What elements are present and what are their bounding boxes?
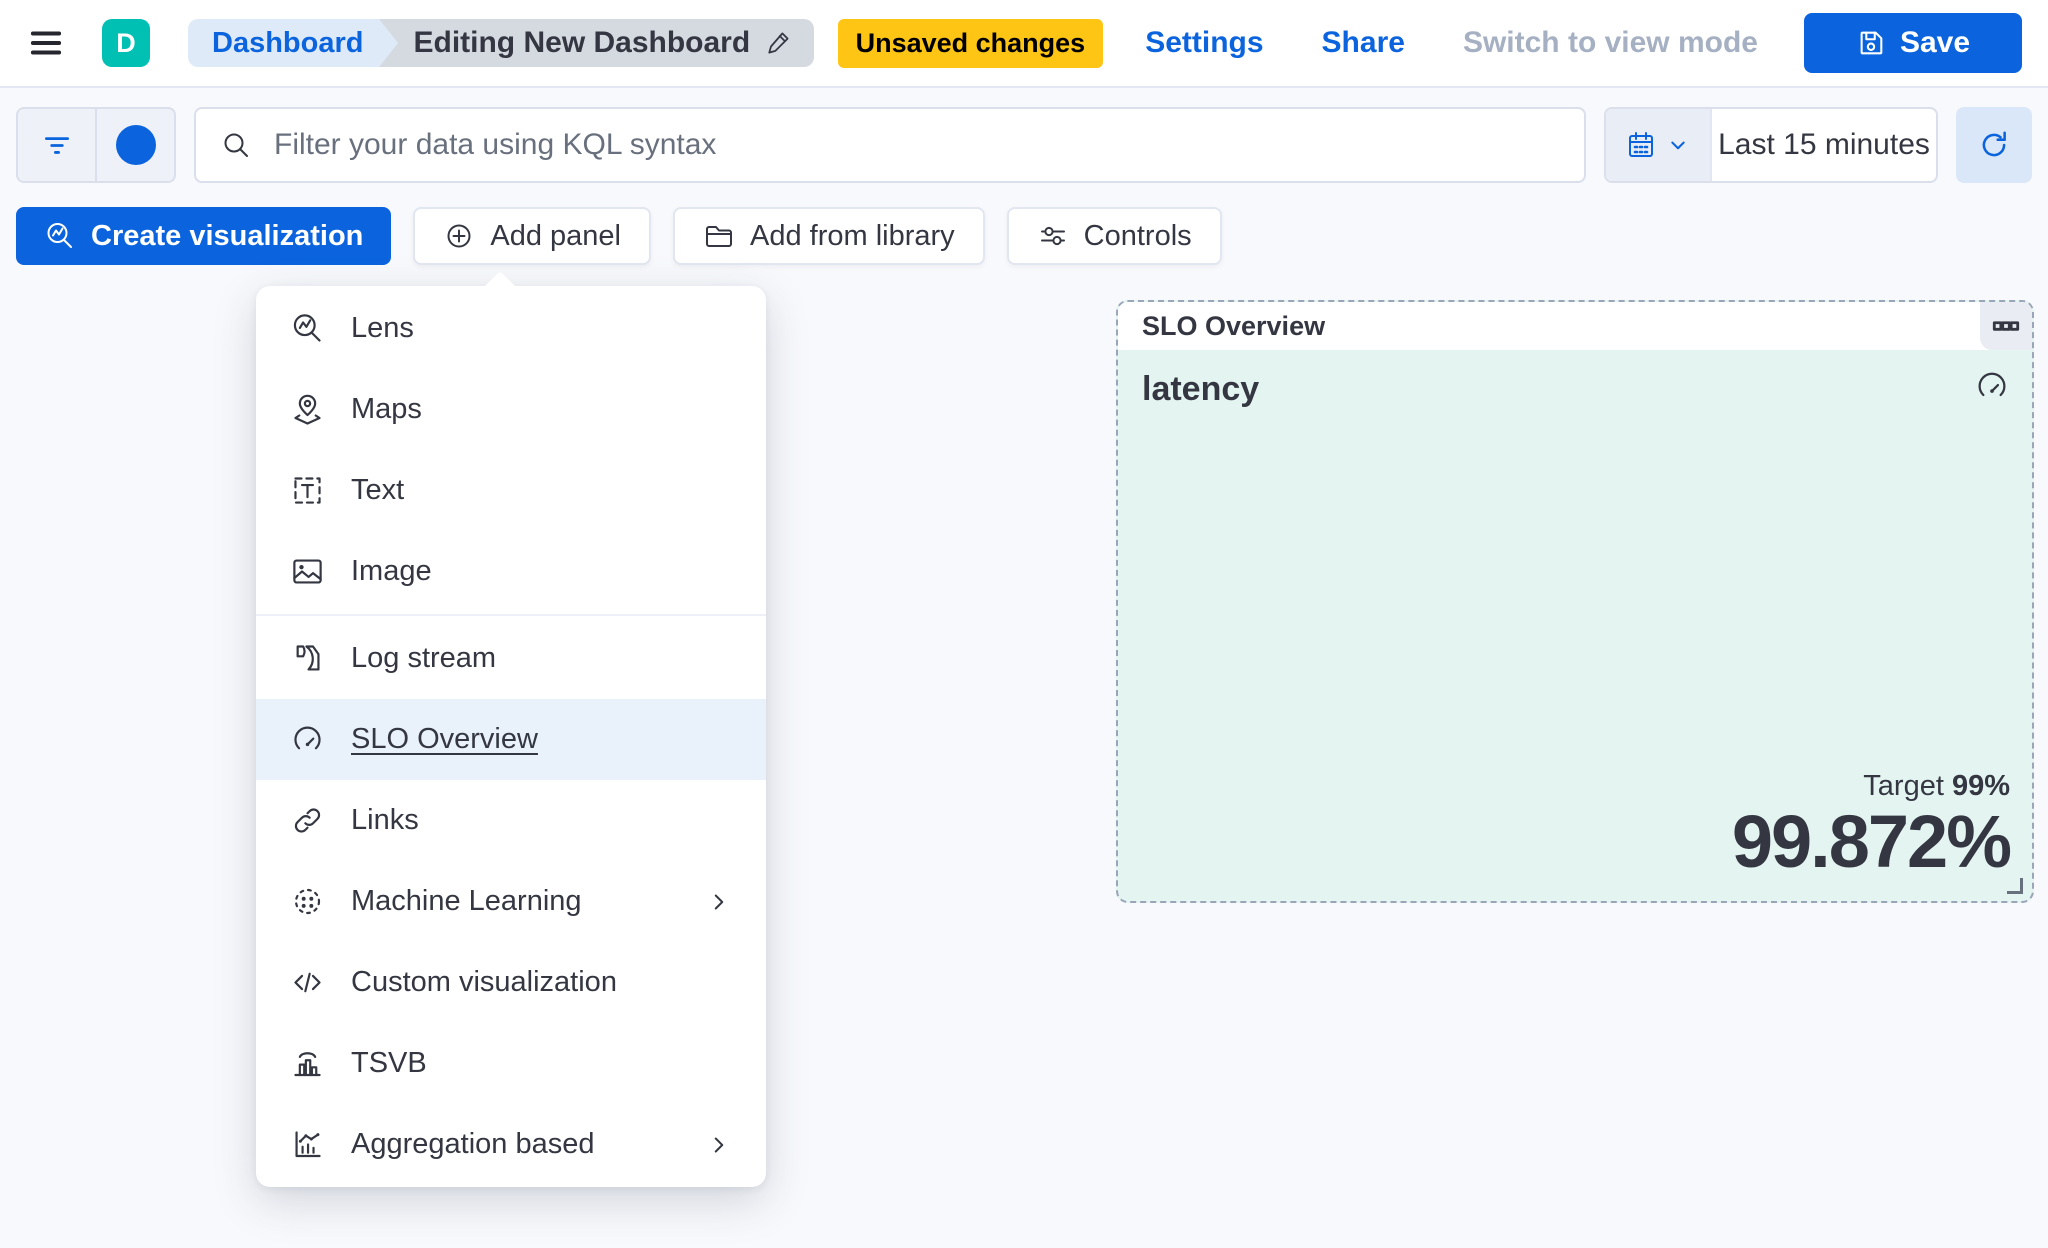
menu-item-lens[interactable]: Lens xyxy=(256,288,766,369)
filter-controls-group xyxy=(16,107,176,183)
menu-item-label: Machine Learning xyxy=(351,885,582,917)
slo-values: Target 99% 99.872% xyxy=(1731,770,2012,884)
time-range-value[interactable]: Last 15 minutes xyxy=(1718,128,1930,161)
share-link[interactable]: Share xyxy=(1321,26,1405,59)
breadcrumb-current-label: Editing New Dashboard xyxy=(413,26,751,59)
menu-item-label: Maps xyxy=(351,393,422,425)
menu-item-label: Lens xyxy=(351,312,414,344)
unsaved-changes-badge: Unsaved changes xyxy=(837,18,1104,68)
controls-label: Controls xyxy=(1083,219,1192,252)
save-button[interactable]: Save xyxy=(1804,13,2022,73)
menu-item-maps[interactable]: Maps xyxy=(256,369,766,450)
top-header-bar: D Dashboard Editing New Dashboard Unsave… xyxy=(0,0,2048,88)
menu-item-label: Text xyxy=(351,474,405,506)
menu-item-label: Aggregation based xyxy=(351,1128,595,1160)
menu-item-label: TSVB xyxy=(351,1047,427,1079)
controls-button[interactable]: Controls xyxy=(1006,207,1222,265)
filter-menu-button[interactable] xyxy=(18,109,97,181)
slo-panel-body: latency Target 99% 99.872% xyxy=(1118,350,2032,901)
menu-item-machine-learning[interactable]: Machine Learning xyxy=(256,861,766,942)
panel-header[interactable]: SLO Overview xyxy=(1118,302,2032,350)
slo-target-label: Target xyxy=(1863,770,1944,803)
panel-context-menu-button[interactable] xyxy=(1980,302,2032,350)
slo-overview-panel: SLO Overview latency Target 99% 99.872% xyxy=(1116,300,2034,903)
lens-icon xyxy=(290,311,325,346)
kql-search-input[interactable] xyxy=(272,127,1560,163)
menu-item-label: Image xyxy=(351,555,432,587)
aggregation-icon xyxy=(290,1127,325,1162)
boxes-horizontal-icon xyxy=(1991,311,2021,341)
menu-item-tsvb[interactable]: TSVB xyxy=(256,1023,766,1104)
menu-item-label: Links xyxy=(351,804,419,836)
image-icon xyxy=(290,554,325,589)
breadcrumb: Dashboard Editing New Dashboard xyxy=(188,19,815,67)
chevron-down-icon xyxy=(1665,132,1691,158)
menu-divider xyxy=(256,614,766,616)
folder-icon xyxy=(703,220,735,252)
code-icon xyxy=(290,965,325,1000)
menu-hamburger-icon[interactable] xyxy=(26,23,66,63)
sliders-icon xyxy=(1037,220,1069,252)
machine-learning-icon xyxy=(290,884,325,919)
add-panel-label: Add panel xyxy=(490,219,621,252)
panel-resize-handle[interactable] xyxy=(2007,878,2023,894)
calendar-icon xyxy=(1625,129,1657,161)
edit-toolbar: Create visualization Add panel Add from … xyxy=(16,207,1222,265)
slo-value: 99.872% xyxy=(1731,800,2012,884)
time-picker-calendar-button[interactable] xyxy=(1606,109,1712,181)
menu-item-aggregation-based[interactable]: Aggregation based xyxy=(256,1104,766,1185)
chevron-right-icon xyxy=(706,889,732,915)
add-panel-button[interactable]: Add panel xyxy=(413,207,651,265)
menu-item-label: Custom visualization xyxy=(351,966,617,998)
menu-item-log-stream[interactable]: Log stream xyxy=(256,618,766,699)
lens-icon xyxy=(44,220,76,252)
create-visualization-label: Create visualization xyxy=(91,219,364,252)
edit-pencil-icon xyxy=(764,29,792,57)
add-from-library-button[interactable]: Add from library xyxy=(673,207,985,265)
save-floppy-icon xyxy=(1856,28,1886,58)
log-stream-icon xyxy=(290,641,325,676)
links-icon xyxy=(290,803,325,838)
add-filter-plus-icon xyxy=(115,125,156,165)
breadcrumb-dashboard[interactable]: Dashboard xyxy=(188,19,400,67)
gauge-icon xyxy=(1974,368,2010,404)
menu-item-image[interactable]: Image xyxy=(256,531,766,612)
settings-link[interactable]: Settings xyxy=(1145,26,1264,59)
slo-target-line: Target 99% xyxy=(1732,770,2010,803)
menu-item-slo-overview[interactable]: SLO Overview xyxy=(256,699,766,780)
save-button-label: Save xyxy=(1899,26,1971,59)
menu-item-custom-visualization[interactable]: Custom visualization xyxy=(256,942,766,1023)
filter-funnel-icon xyxy=(40,128,74,162)
menu-item-text[interactable]: Text xyxy=(256,450,766,531)
menu-item-label: Log stream xyxy=(351,642,497,674)
text-icon xyxy=(290,473,325,508)
slo-metric-name: latency xyxy=(1142,370,1260,408)
space-avatar[interactable]: D xyxy=(102,19,150,67)
slo-gauge-icon xyxy=(290,722,325,757)
maps-icon xyxy=(290,392,325,427)
chevron-right-icon xyxy=(706,1132,732,1158)
tsvb-icon xyxy=(290,1046,325,1081)
menu-item-label: SLO Overview xyxy=(351,723,538,755)
time-picker: Last 15 minutes xyxy=(1604,107,1938,183)
query-bar-row: Last 15 minutes xyxy=(16,107,2032,183)
add-from-library-label: Add from library xyxy=(750,219,955,252)
search-icon xyxy=(220,129,252,161)
breadcrumb-current[interactable]: Editing New Dashboard xyxy=(379,19,815,67)
refresh-button[interactable] xyxy=(1956,107,2032,183)
menu-item-links[interactable]: Links xyxy=(256,780,766,861)
kql-search-box xyxy=(194,107,1586,183)
refresh-icon xyxy=(1977,128,2011,162)
plus-circle-icon xyxy=(443,220,475,252)
panel-title: SLO Overview xyxy=(1142,310,1326,341)
add-filter-button[interactable] xyxy=(97,109,174,181)
slo-target-value: 99% xyxy=(1951,770,2010,803)
create-visualization-button[interactable]: Create visualization xyxy=(16,207,392,265)
switch-to-view-mode-link[interactable]: Switch to view mode xyxy=(1462,26,1758,59)
